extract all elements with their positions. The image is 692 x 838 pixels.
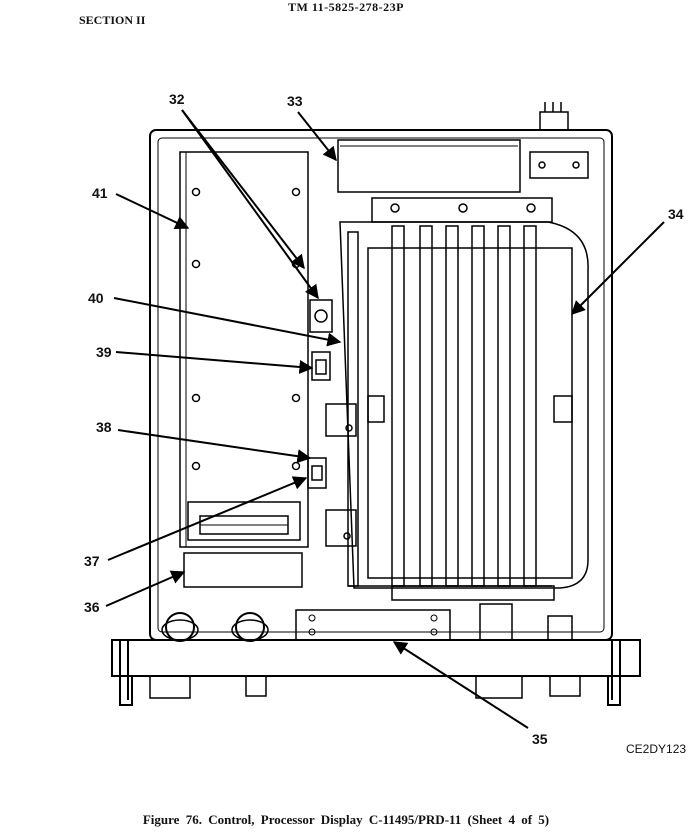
section-heading: SECTION II (79, 13, 146, 27)
top-connector (539, 102, 569, 131)
figure-code: CE2DY123 (626, 742, 687, 756)
tm-number: TM 11-5825-278-23P (288, 0, 404, 14)
card-clamps (325, 403, 357, 547)
fuse-block (529, 151, 589, 179)
callout-38: 38 (96, 419, 112, 435)
callout-39: 39 (96, 344, 112, 360)
left-cover-plate (179, 151, 309, 548)
callout-34: 34 (668, 206, 684, 222)
card-cage (339, 197, 589, 589)
top-panel-strip (337, 139, 521, 193)
chassis-handles (119, 640, 621, 706)
figure-caption: Figure 76. Control, Processor Display C-… (142, 812, 550, 827)
callout-36: 36 (84, 599, 100, 615)
gasket-strip (183, 552, 303, 588)
indicator-components (307, 299, 333, 489)
front-panel (111, 603, 641, 677)
callout-32: 32 (169, 91, 185, 107)
callout-41: 41 (92, 185, 108, 201)
callout-33: 33 (287, 93, 303, 109)
chassis (149, 129, 613, 641)
callout-40: 40 (88, 290, 104, 306)
callout-37: 37 (84, 553, 100, 569)
card-guides (347, 225, 555, 601)
callout-35: 35 (532, 731, 548, 747)
callout-leaders (105, 109, 665, 729)
